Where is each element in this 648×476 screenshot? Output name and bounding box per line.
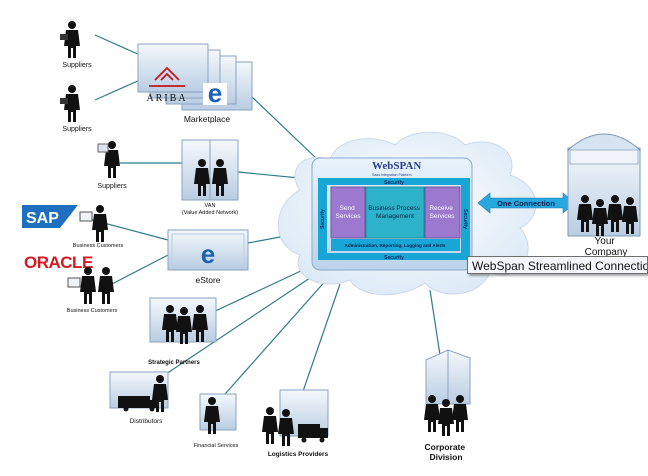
security-bottom-label: Security (384, 255, 404, 261)
sap-logo-text: SAP (26, 210, 59, 227)
supplier-figure-3 (97, 141, 120, 178)
oracle-logo: ORACLE (24, 253, 93, 272)
receive-services-label: Receive Services (429, 205, 455, 220)
marketplace-e-icon: e (208, 78, 222, 108)
strategic-partners-label: Strategic Partners (148, 360, 200, 366)
send-services-box (330, 186, 366, 239)
estore-label: eStore (195, 275, 220, 285)
business-customers-label-2: Business Customers (67, 308, 118, 314)
admin-bar (331, 239, 460, 251)
distributors-label: Distributors (130, 418, 164, 425)
send-services-label: Send Services (336, 205, 362, 220)
marketplace-e-badge: e (203, 78, 227, 108)
webspan-hub: WebSPAN Saas Integration Platform Securi… (311, 157, 473, 271)
one-connection-label: One Connection (497, 199, 555, 208)
van-label: VAN (205, 203, 216, 209)
business-customer-figure-1 (79, 205, 108, 242)
sap-logo (22, 205, 78, 228)
financial-services-building (199, 393, 237, 434)
corporate-division-label: Corporate Division (425, 442, 468, 462)
business-customers-label-1: Business Customers (73, 243, 124, 249)
bpm-label: Business Process Management (368, 205, 421, 220)
strategic-partners-building (149, 297, 217, 344)
security-left-label: Security (320, 209, 326, 229)
suppliers-label-3: Suppliers (97, 183, 127, 190)
suppliers-label-2: Suppliers (62, 126, 92, 133)
van-sublabel: (Value Added Network) (182, 210, 238, 216)
hub-subtitle: Saas Integration Platform (372, 173, 412, 177)
suppliers-label-1: Suppliers (62, 62, 92, 69)
receive-services-box (424, 186, 461, 239)
your-company-label: Your Company (585, 236, 628, 258)
security-right-label: Security (462, 209, 468, 229)
supplier-figure-2 (60, 85, 80, 122)
security-bar-top (318, 178, 470, 185)
corporate-division-tower (424, 349, 471, 436)
estore-e-icon: e (201, 239, 215, 269)
security-bar-bottom (318, 253, 470, 260)
security-top-label: Security (384, 180, 404, 186)
hub-title: WebSPAN (372, 160, 421, 172)
security-bar-left (318, 185, 327, 253)
security-bar-right (461, 185, 470, 253)
marketplace-label: Marketplace (184, 114, 231, 124)
business-customer-figure-2 (67, 267, 114, 304)
van-building (181, 139, 239, 201)
ariba-logo-text: ARIBA (146, 93, 187, 104)
marketplace-panels (137, 43, 253, 111)
tooltip: WebSpan Streamlined Connections (467, 256, 648, 274)
admin-bar-label: Administration, Reporting, Logging and A… (345, 243, 446, 248)
financial-services-label: Financial Services (194, 443, 239, 449)
supplier-figure-1 (60, 21, 80, 58)
logistics-providers-building (262, 389, 329, 446)
logistics-providers-label: Logistics Providers (268, 451, 329, 458)
estore-panel: e (167, 229, 249, 271)
ariba-logo-icon (149, 66, 185, 87)
your-company-building (566, 133, 642, 237)
distributors-building (109, 371, 169, 412)
bpm-box (365, 186, 425, 239)
